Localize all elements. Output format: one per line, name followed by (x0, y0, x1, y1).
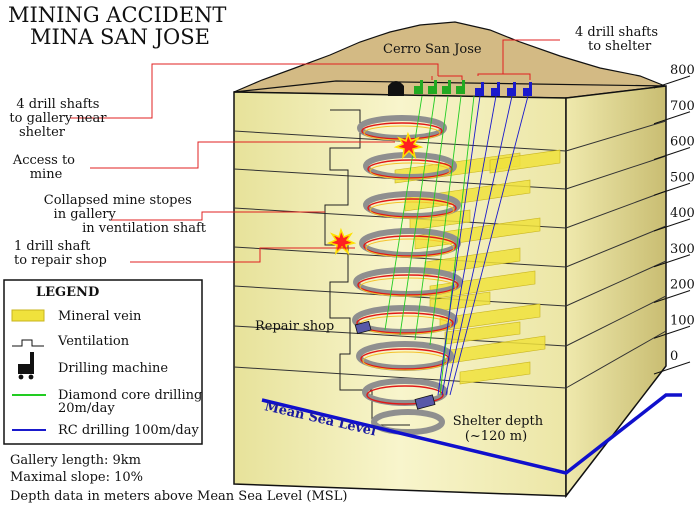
depth-tick-label-400: 400 (670, 206, 695, 221)
depth-tick-mark-100 (653, 325, 691, 339)
title-line-2: MINA SAN JOSE (30, 25, 210, 49)
legend-label-mineral-vein: Mineral vein (58, 309, 142, 324)
callout-drill-shafts-to-shelter-line-2: to shelter (588, 39, 652, 54)
legend-label-diamond-drilling: Diamond core drilling 20m/day (58, 388, 206, 416)
level-lines-side (565, 120, 667, 389)
depth-tick-label-300: 300 (670, 242, 695, 257)
shelter-depth-label-line-2: (~120 m) (465, 429, 527, 444)
callout-drill-shafts-to-shelter: 4 drill shafts to shelter (575, 25, 662, 54)
depth-tick-label-200: 200 (670, 278, 695, 293)
depth-tick-label-100: 100 (670, 313, 695, 328)
legend-label-rc-drilling: RC drilling 100m/day (58, 423, 199, 438)
ventilation-line (12, 339, 44, 347)
rc-drill-lines (437, 95, 529, 396)
depth-tick-mark-0 (653, 361, 691, 375)
callout-access-to-mine: Access to mine (12, 153, 79, 182)
callout-drill-shafts-to-shelter-line-1: 4 drill shafts (575, 25, 658, 40)
block-side-face (565, 85, 667, 499)
callout-repair-shaft-line-1: 1 drill shaft (14, 239, 91, 254)
callout-lines (70, 39, 560, 263)
diamond-drill-lines (384, 95, 475, 396)
legend-label-diamond-drilling-line-1: Diamond core drilling (58, 388, 202, 403)
shelter-marker (414, 394, 436, 410)
callout-drill-shafts-gallery-line-1: 4 drill shafts (16, 97, 99, 112)
depth-tick-mark-300 (653, 254, 691, 268)
drilling-machines-blue (475, 82, 532, 96)
drilling-machine-icon (18, 352, 34, 380)
collapse-explosion-gallery (393, 131, 424, 160)
depth-tick-label-800: 800 (670, 63, 695, 78)
legend-title: LEGEND (36, 285, 99, 300)
mineral-vein-swatch (11, 309, 45, 322)
mountain-label: Cerro San Jose (383, 42, 482, 57)
legend-box (3, 279, 203, 445)
depth-tick-mark-500 (653, 182, 691, 196)
mineral-veins (394, 149, 561, 385)
legend-label-ventilation: Ventilation (57, 334, 130, 349)
callout-drill-shafts-gallery-line-3: shelter (19, 125, 66, 140)
legend-label-diamond-drilling-line-2: 20m/day (58, 401, 115, 416)
callout-collapsed-stopes: Collapsed mine stopes in gallery in vent… (44, 193, 207, 236)
depth-tick-mark-700 (653, 111, 691, 125)
depth-tick-label-0: 0 (670, 349, 678, 364)
legend: LEGEND Mineral vein Ventilation Drilling… (3, 279, 206, 445)
mine-entrance (388, 81, 404, 96)
repair-shop-marker (354, 320, 372, 335)
depth-tick-mark-600 (653, 147, 691, 160)
collapse-explosion-ventilation (326, 227, 357, 256)
legend-label-drilling-machine: Drilling machine (58, 361, 168, 376)
callout-collapsed-stopes-line-2: in gallery (54, 207, 117, 222)
callout-drill-shafts-gallery-line-2: to gallery near (9, 111, 107, 126)
note-maximal-slope: Maximal slope: 10% (10, 470, 143, 485)
depth-tick-label-600: 600 (670, 135, 695, 150)
mean-sea-level-line (261, 393, 682, 475)
depth-tick-mark-800 (653, 75, 691, 89)
shelter-depth-label: Shelter depth (~120 m) (453, 414, 547, 444)
note-depth-data: Depth data in meters above Mean Sea Leve… (10, 489, 347, 504)
callout-drill-shafts-gallery: 4 drill shafts to gallery near shelter (9, 97, 110, 140)
callout-collapsed-stopes-line-3: in ventilation shaft (82, 221, 207, 236)
note-gallery-length: Gallery length: 9km (10, 453, 141, 468)
drilling-machines-green (414, 80, 465, 94)
ventilation-shaft (324, 109, 410, 426)
callout-access-to-mine-line-2: mine (30, 167, 63, 182)
shelter-depth-label-line-1: Shelter depth (453, 414, 544, 429)
callout-collapsed-stopes-line-1: Collapsed mine stopes (44, 193, 192, 208)
title-line-1: MINING ACCIDENT (8, 3, 226, 27)
depth-tick-mark-400 (653, 218, 691, 232)
callout-repair-shaft-line-2: to repair shop (14, 253, 107, 268)
depth-tick-mark-200 (653, 290, 691, 303)
depth-tick-label-500: 500 (670, 170, 695, 185)
depth-tick-label-700: 700 (670, 99, 695, 114)
callout-repair-shaft: 1 drill shaft to repair shop (14, 239, 107, 268)
repair-shop-label: Repair shop (255, 319, 334, 334)
callout-access-to-mine-line-1: Access to (12, 153, 75, 168)
depth-axis: 800 700 600 500 400 300 200 100 0 (653, 63, 695, 375)
